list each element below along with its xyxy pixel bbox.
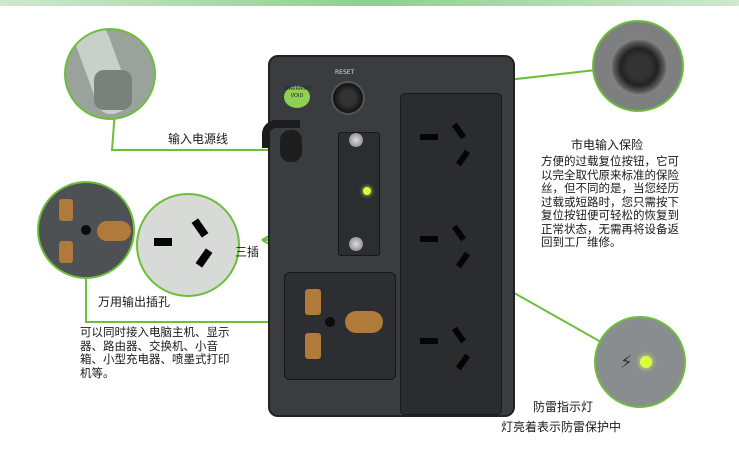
sticker-text: WARRANTY VOID	[284, 86, 313, 99]
zoom-power-cord	[64, 28, 156, 120]
zoom-reset-button	[592, 20, 684, 112]
label-universal: 万用输出插孔	[98, 295, 171, 309]
power-cable-curve	[262, 120, 300, 148]
label-power-cord: 输入电源线	[168, 132, 229, 146]
label-led-desc: 灯亮着表示防雷保护中	[501, 420, 622, 434]
label-led-title: 防雷指示灯	[533, 400, 594, 414]
screw-icon	[349, 133, 363, 147]
zoom-surge-led: ⚡	[594, 316, 686, 408]
zoom-universal-outlet	[37, 181, 135, 279]
universal-description: 可以同时接入电脑主机、显示器、路由器、交换机、小音 箱、小型充电器、喷墨式打印机…	[80, 325, 230, 380]
screw-icon	[349, 237, 363, 251]
label-mains-fuse: 市电输入保险	[571, 138, 644, 152]
reset-button	[331, 81, 365, 115]
zoom-three-pin	[136, 193, 240, 297]
outlet-1	[410, 118, 490, 182]
outlet-bank	[400, 93, 502, 415]
universal-outlet	[284, 272, 396, 380]
lightning-icon: ⚡	[620, 352, 633, 373]
top-decor-line	[0, 0, 739, 6]
surge-led-icon	[363, 187, 371, 195]
fuse-description: 方便的过载复位按钮，它可以完全取代原来标准的保险丝，但不同的是，当您经历 过载或…	[541, 154, 679, 249]
warranty-sticker: WARRANTY VOID	[284, 86, 313, 108]
outlet-2	[410, 220, 490, 284]
label-three-pin: 三插	[235, 245, 260, 259]
reset-label: RESET	[335, 69, 355, 76]
fuse-plate	[338, 132, 380, 256]
outlet-3	[410, 322, 490, 386]
